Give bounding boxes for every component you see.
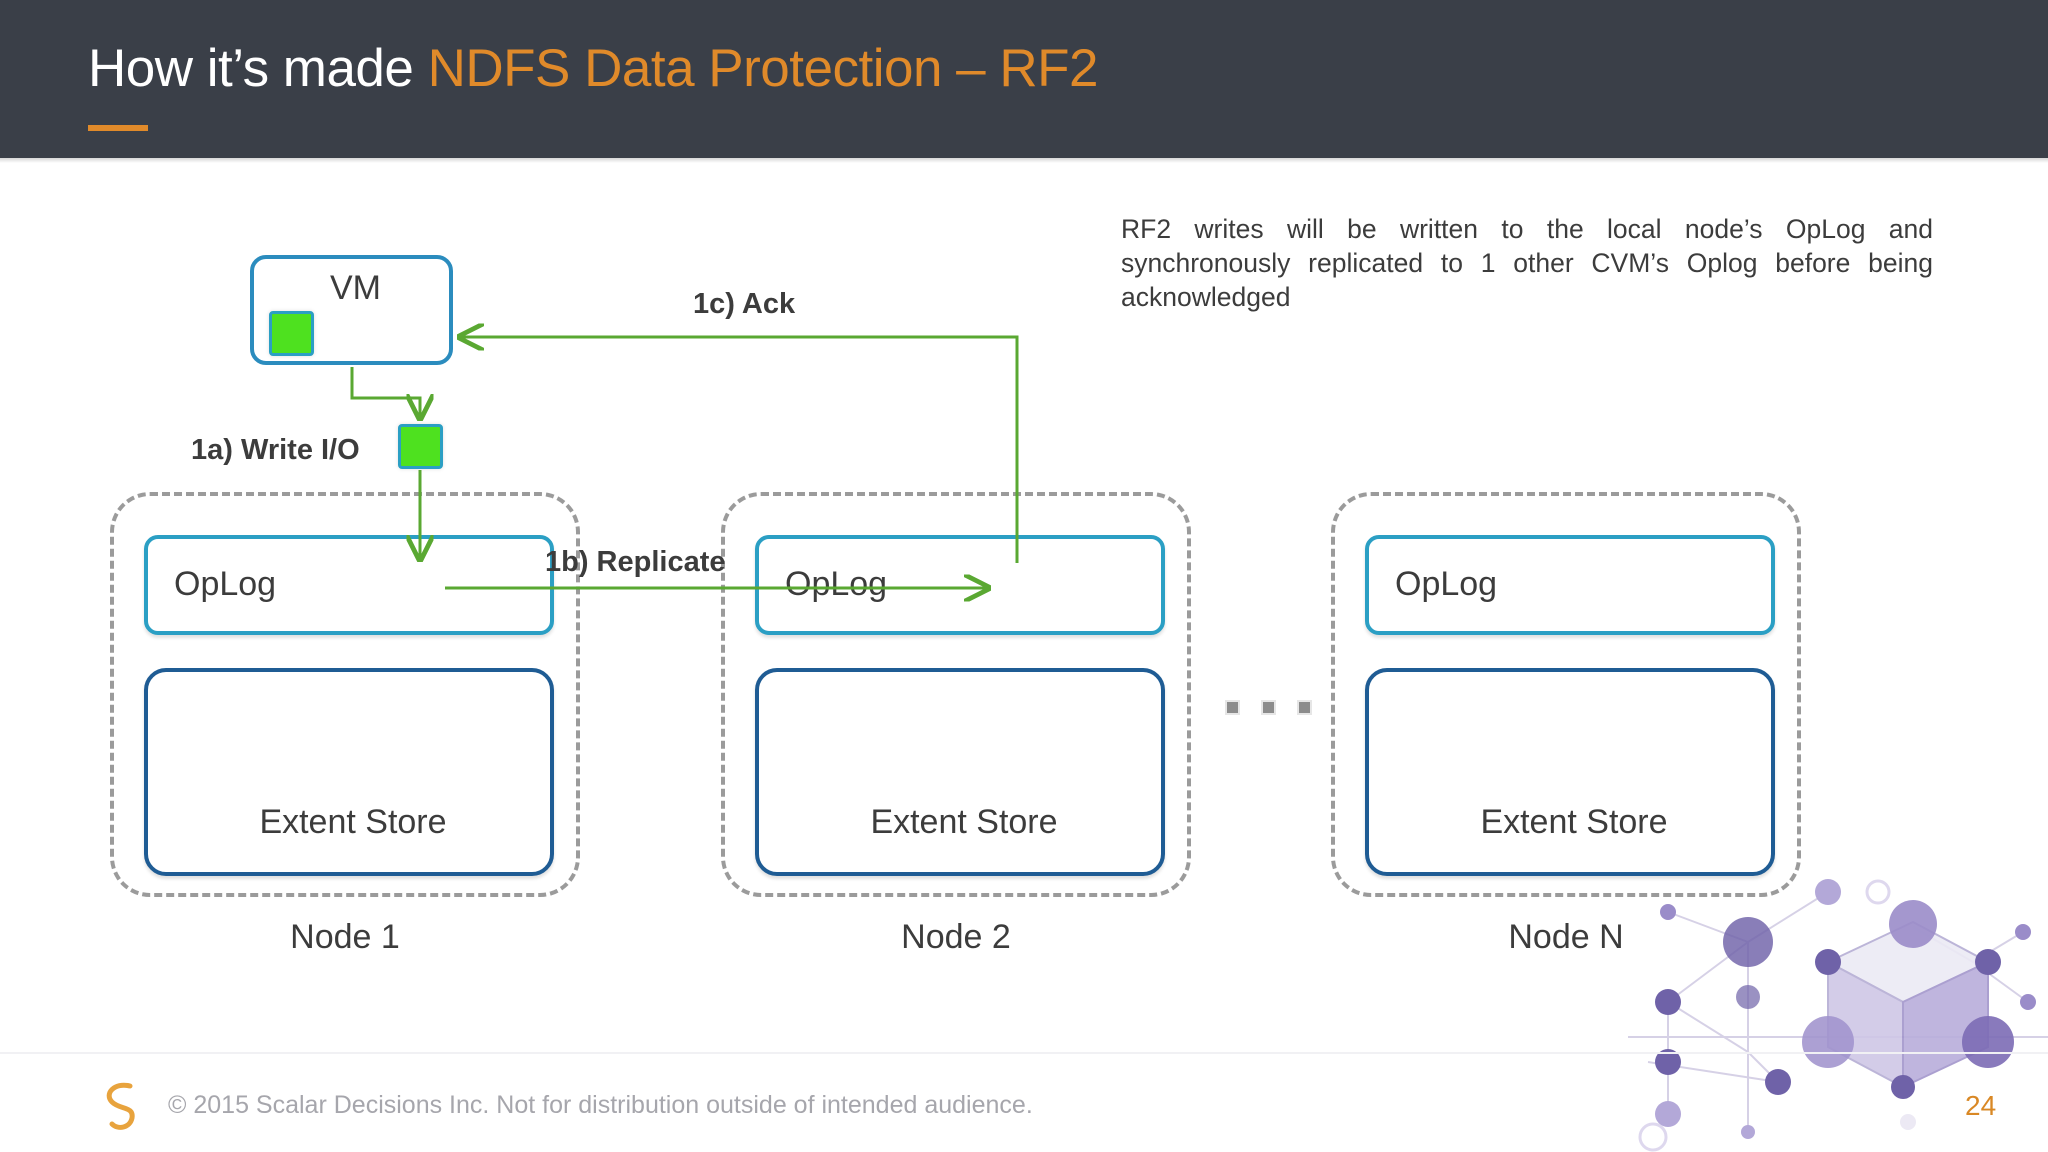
node-label-n: Node N [1508, 918, 1624, 956]
ellipsis-dot [1261, 700, 1276, 715]
oplog-box-n: OpLog [1365, 535, 1775, 635]
title-bar-shadow [0, 158, 2048, 163]
scalar-logo-icon [106, 1082, 135, 1130]
node-container-n: OpLog Extent Store [1331, 492, 1801, 897]
ellipsis-dot [1225, 700, 1240, 715]
flow-label-ack: 1c) Ack [693, 288, 796, 320]
flow-label-replicate: 1b) Replicate [545, 546, 726, 578]
title-underline-accent [88, 125, 148, 131]
node-container-1: OpLog Extent Store [110, 492, 580, 897]
oplog-label-2: OpLog [785, 565, 888, 603]
vm-box: VM [250, 255, 453, 365]
ellipsis-indicator [1225, 700, 1312, 715]
vm-label: VM [330, 269, 381, 307]
title-plain-part: How it’s made [88, 39, 428, 98]
ellipsis-dot [1297, 700, 1312, 715]
oplog-box-2: OpLog [755, 535, 1165, 635]
extent-store-label-2: Extent Store [870, 803, 1058, 841]
extent-store-box-1: Extent Store [144, 668, 554, 876]
oplog-box-1: OpLog [144, 535, 554, 635]
data-block-vm [269, 311, 314, 356]
page-title: How it’s made NDFS Data Protection – RF2 [88, 38, 1098, 99]
page-number: 24 [1965, 1090, 1997, 1121]
data-block-write-io [398, 424, 443, 469]
extent-store-label-n: Extent Store [1480, 803, 1668, 841]
oplog-label-n: OpLog [1395, 565, 1498, 603]
flow-label-write-io: 1a) Write I/O [191, 434, 360, 466]
oplog-label-1: OpLog [174, 565, 277, 603]
extent-store-box-n: Extent Store [1365, 668, 1775, 876]
node-container-2: OpLog Extent Store [721, 492, 1191, 897]
extent-store-box-2: Extent Store [755, 668, 1165, 876]
extent-store-label-1: Extent Store [259, 803, 447, 841]
node-label-2: Node 2 [901, 918, 1011, 956]
title-bar [0, 0, 2048, 158]
footer-divider [0, 1052, 2048, 1054]
title-accent-part: NDFS Data Protection – RF2 [427, 39, 1099, 98]
copyright-text: © 2015 Scalar Decisions Inc. Not for dis… [168, 1091, 1033, 1119]
node-label-1: Node 1 [290, 918, 400, 956]
arrow-vm-to-write [350, 367, 420, 418]
description-text: RF2 writes will be written to the local … [1121, 214, 1933, 312]
